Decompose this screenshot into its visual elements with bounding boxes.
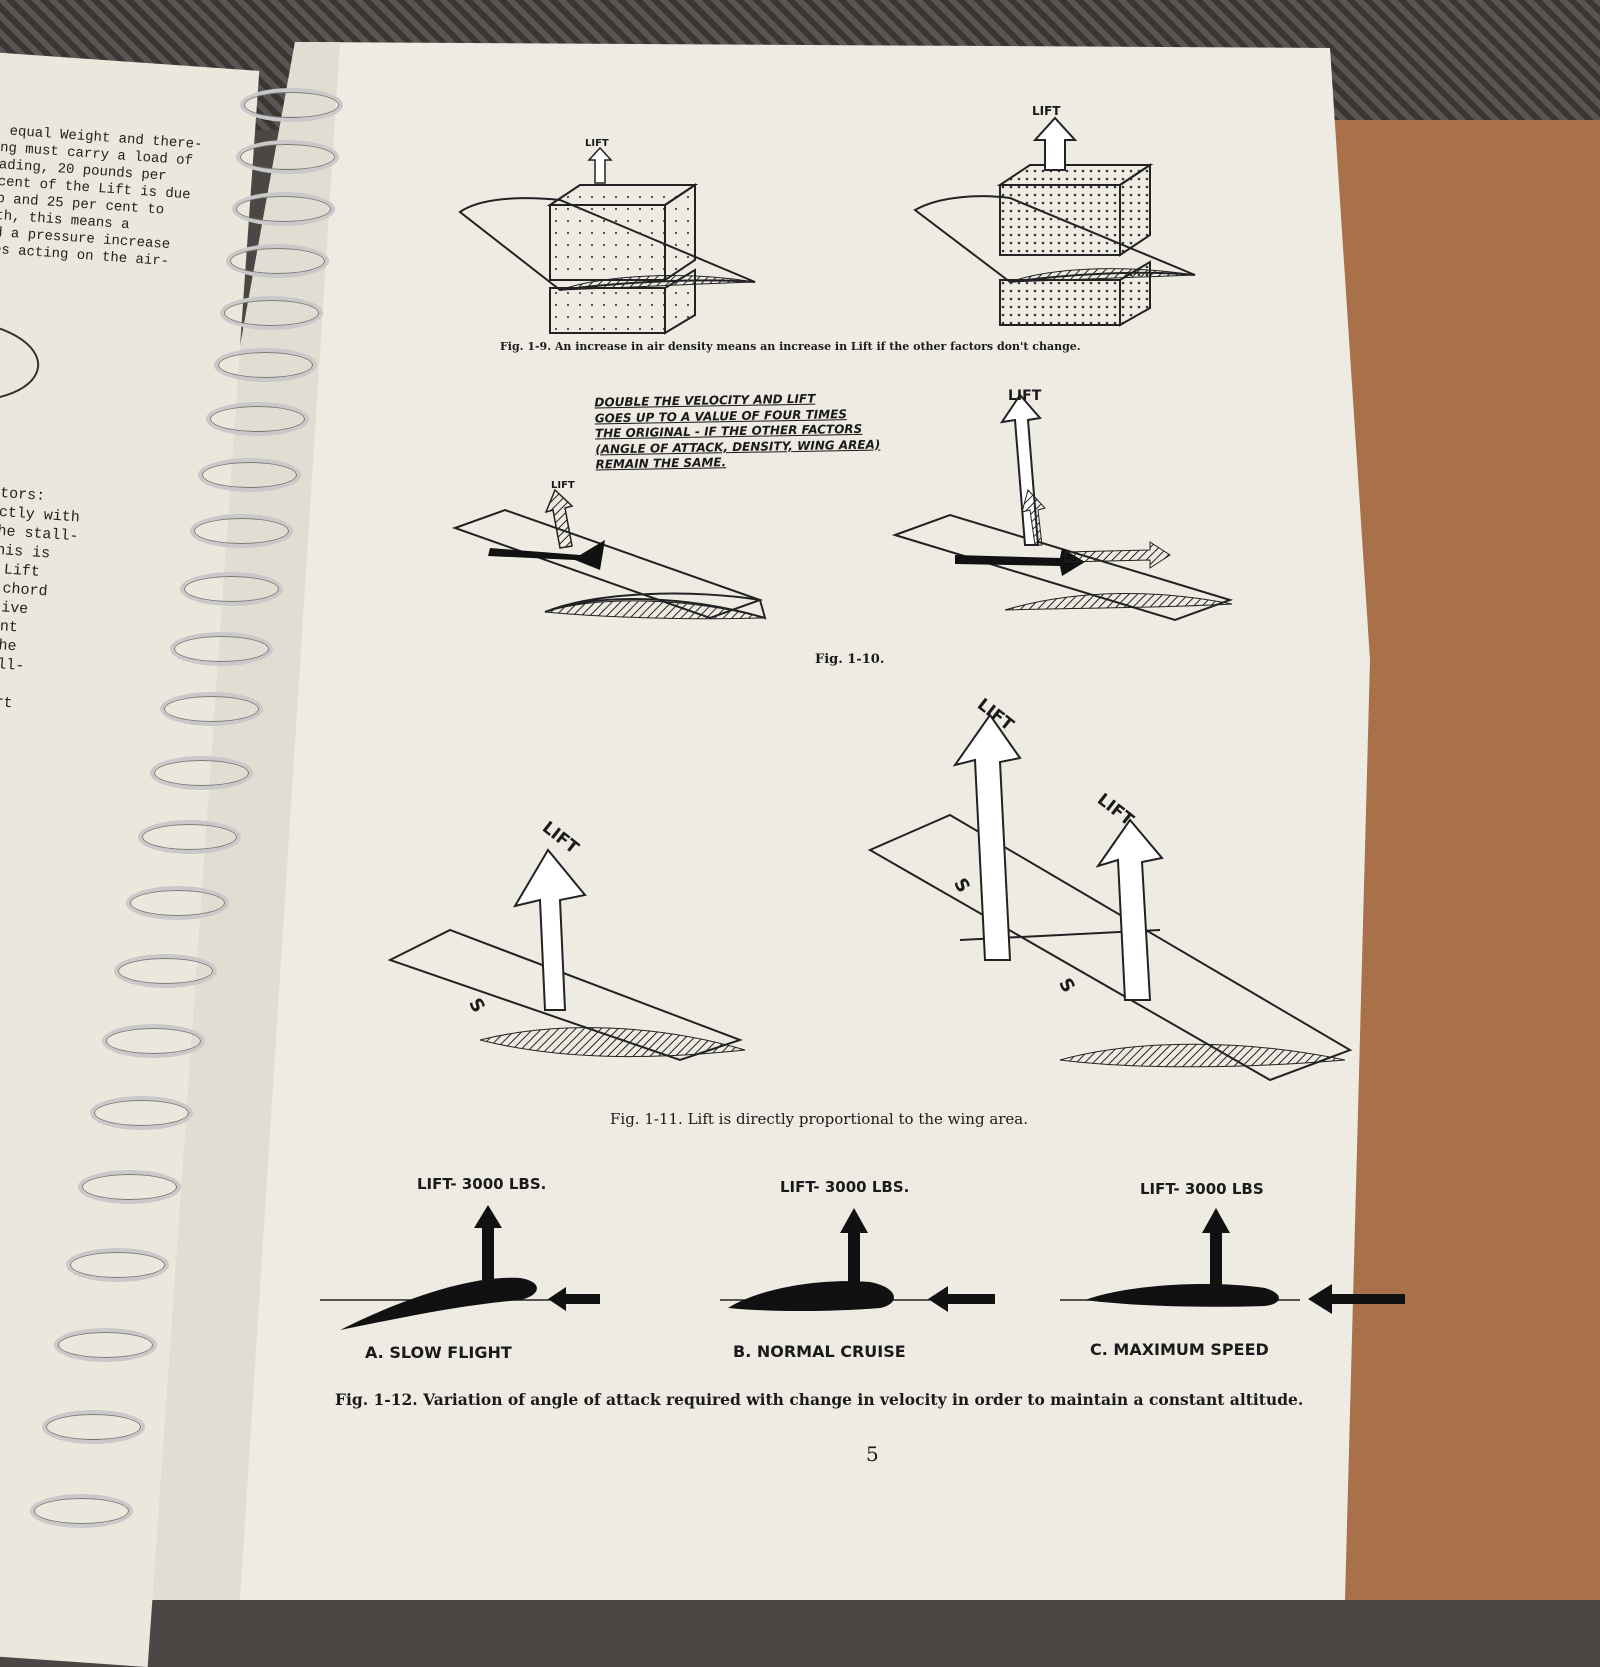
fig-1-9-caption: Fig. 1-9. An increase in air density mea…	[500, 340, 1081, 353]
fig-1-12-panel-a-lift: LIFT- 3000 LBS.	[417, 1175, 547, 1193]
fig-1-12-panel-c-lift: LIFT- 3000 LBS	[1140, 1180, 1264, 1198]
fig-1-12-panel-c-name: C. MAXIMUM SPEED	[1090, 1340, 1269, 1359]
fig-1-12-panel-b-name: B. NORMAL CRUISE	[733, 1342, 906, 1361]
fig-1-10-caption: Fig. 1-10.	[815, 652, 885, 667]
fig-1-12-panel-c	[1060, 1208, 1405, 1314]
left-page-wing-diagram	[0, 319, 40, 402]
fig-1-10-lift-label-large: LIFT	[1008, 388, 1042, 404]
fig-1-10-right-wing	[891, 393, 1234, 622]
figure-drawings	[320, 116, 1405, 1330]
fig-1-10-note: DOUBLE THE VELOCITY AND LIFT GOES UP TO …	[594, 391, 881, 472]
fig-1-11-right-wing	[867, 713, 1353, 1082]
fig-1-9-left-wing	[458, 146, 756, 335]
fig-1-9-lift-label-left: LIFT	[585, 138, 609, 149]
fig-1-11-left-wing	[387, 848, 746, 1062]
page-number: 5	[866, 1442, 879, 1466]
fig-1-12-panel-b-lift: LIFT- 3000 LBS.	[780, 1178, 910, 1196]
fig-1-12-caption: Fig. 1-12. Variation of angle of attack …	[335, 1390, 1304, 1409]
fig-1-12-panel-a-name: A. SLOW FLIGHT	[365, 1343, 512, 1362]
fig-1-12-panel-b	[720, 1208, 995, 1312]
fig-1-9-right-wing	[913, 116, 1196, 327]
fig-1-9-lift-label-right: LIFT	[1032, 104, 1061, 118]
fig-1-12-panel-a	[320, 1205, 600, 1330]
fig-1-10-left-wing	[452, 488, 767, 620]
left-page: nt equal Weight and there-wing must carr…	[0, 50, 260, 1667]
fig-1-11-caption: Fig. 1-11. Lift is directly proportional…	[610, 1110, 1029, 1128]
fig-1-10-lift-label-small: LIFT	[551, 480, 575, 491]
